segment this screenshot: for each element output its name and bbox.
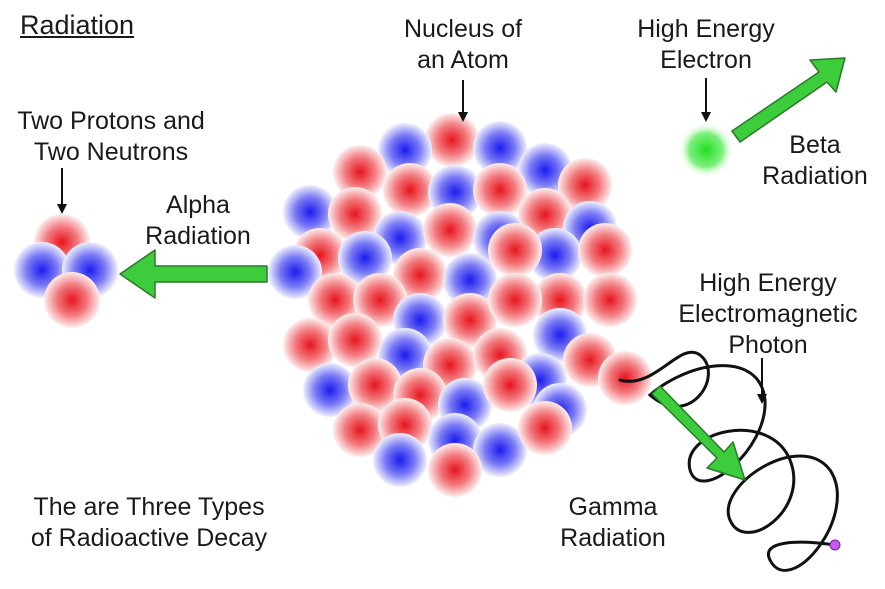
neutron	[473, 423, 527, 477]
gamma-arrow	[651, 385, 746, 481]
gamma-label-line: Gamma	[568, 493, 658, 521]
proton	[598, 351, 652, 405]
electron-label-line: Electron	[660, 46, 752, 74]
proton	[383, 163, 437, 217]
proton	[558, 158, 612, 212]
gamma-label-line: Radiation	[560, 524, 666, 552]
alpha-arrow	[119, 249, 268, 299]
proton	[423, 203, 477, 257]
alpha-label: Alpha Radiation	[135, 190, 261, 252]
nucleus-label-line: an Atom	[417, 46, 509, 74]
electron	[678, 122, 734, 178]
nucleus	[268, 113, 652, 497]
alpha-label-line: Radiation	[145, 222, 251, 250]
neutron	[443, 253, 497, 307]
beta-arrow	[731, 57, 846, 143]
proton	[488, 223, 542, 277]
neutron	[303, 363, 357, 417]
proton	[353, 273, 407, 327]
alpha-particle-label: Two Protons and Two Neutrons	[0, 106, 222, 168]
proton	[348, 358, 402, 412]
proton	[333, 403, 387, 457]
photon-label-line: Electromagnetic	[678, 300, 858, 328]
proton	[308, 273, 362, 327]
beta-label-line: Radiation	[762, 162, 868, 190]
caption-line: of Radioactive Decay	[30, 524, 268, 552]
proton	[483, 358, 537, 412]
proton	[425, 113, 479, 167]
proton	[428, 443, 482, 497]
proton	[328, 313, 382, 367]
beta-label: Beta Radiation	[752, 130, 878, 192]
neutron	[373, 433, 427, 487]
gamma-wave	[618, 350, 839, 572]
gamma-label: Gamma Radiation	[550, 492, 676, 554]
nucleus-label: Nucleus of an Atom	[388, 14, 538, 76]
caption: The are Three Types of Radioactive Decay	[14, 492, 284, 554]
proton	[44, 272, 100, 328]
alpha-particle-label-line: Two Neutrons	[33, 138, 189, 166]
proton	[518, 401, 572, 455]
photon-label-line: Photon	[728, 331, 808, 359]
proton	[328, 187, 382, 241]
alpha-label-line: Alpha	[166, 191, 230, 219]
proton	[283, 318, 337, 372]
electron-label-line: High Energy	[637, 15, 775, 43]
alpha-particle	[14, 214, 118, 328]
proton	[583, 273, 637, 327]
caption-line: The are Three Types	[33, 493, 265, 521]
photon-label-line: High Energy	[699, 269, 837, 297]
beta-label-line: Beta	[789, 131, 841, 159]
proton	[333, 145, 387, 199]
neutron	[528, 228, 582, 282]
neutron	[338, 231, 392, 285]
proton	[443, 293, 497, 347]
proton	[393, 248, 447, 302]
diagram-title: Radiation	[20, 10, 135, 40]
neutron	[473, 121, 527, 175]
proton	[488, 273, 542, 327]
neutron	[283, 185, 337, 239]
neutron	[268, 245, 322, 299]
wave-end-dot	[829, 539, 841, 551]
proton	[578, 223, 632, 277]
alpha-particle-label-line: Two Protons and	[17, 107, 205, 135]
proton	[473, 163, 527, 217]
nucleus-label-line: Nucleus of	[403, 15, 523, 43]
electron-label: High Energy Electron	[620, 14, 792, 76]
neutron	[378, 123, 432, 177]
photon-label: High Energy Electromagnetic Photon	[668, 268, 868, 361]
